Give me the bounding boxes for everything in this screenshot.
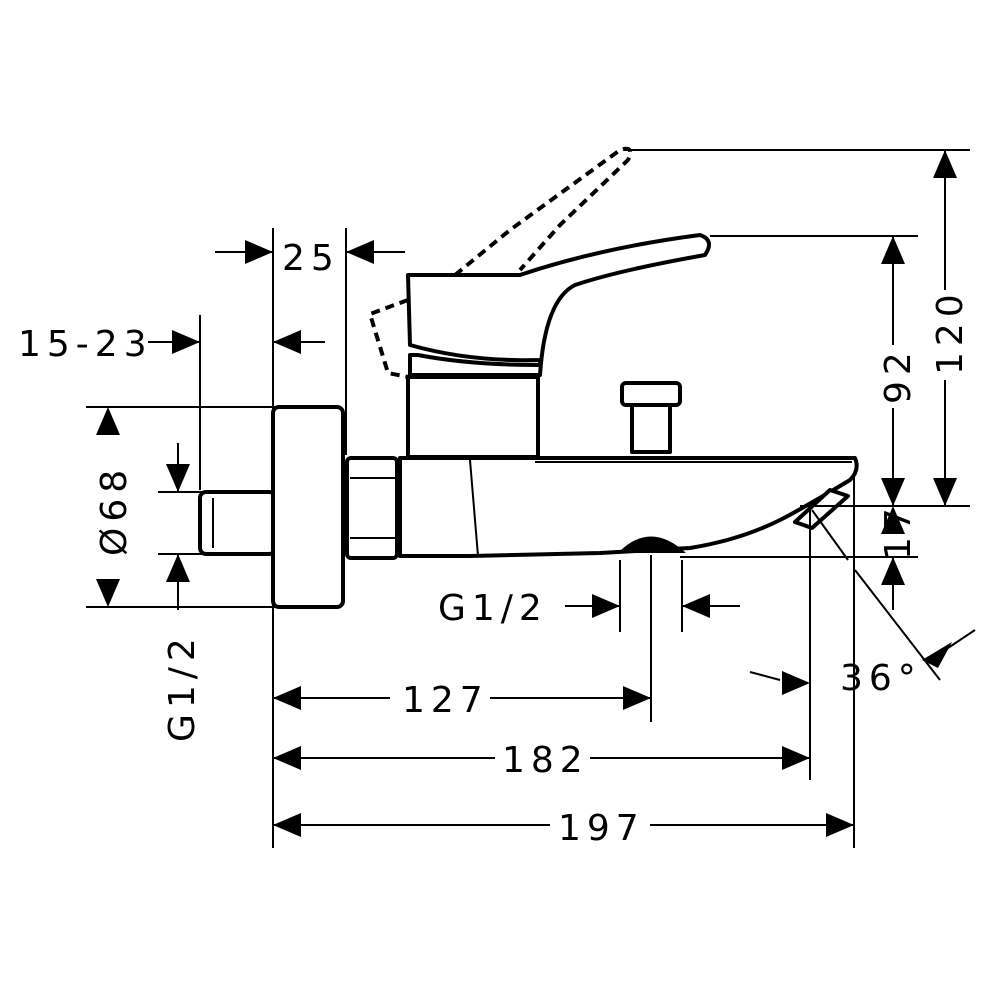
dim-g12-left: G1/2 [162, 632, 203, 742]
spout-outlet [793, 488, 850, 530]
handle-riser [406, 375, 540, 459]
dim-diameter-68: Ø68 [94, 464, 135, 556]
diverter-knob [620, 381, 682, 407]
dim-197: 197 [558, 808, 645, 849]
dimension-lines [86, 149, 976, 848]
wall-rosette [271, 405, 345, 609]
dim-angle-36: 36° [840, 658, 922, 699]
dim-120: 120 [930, 288, 971, 375]
dim-g12-bottom: G1/2 [438, 588, 548, 629]
dim-92: 92 [878, 346, 919, 404]
lever-handle [406, 233, 711, 377]
dim-127: 127 [402, 680, 489, 721]
hex-nut [345, 456, 399, 560]
drain-dome [618, 536, 686, 553]
valve-body [398, 456, 859, 558]
diverter-stem [630, 400, 672, 454]
faucet-outline [198, 146, 859, 609]
dim-182: 182 [502, 740, 589, 781]
inlet-pipe [198, 490, 277, 556]
dim-17: 17 [878, 502, 919, 560]
dim-25: 25 [282, 238, 340, 279]
dim-15-23: 15-23 [18, 324, 153, 365]
